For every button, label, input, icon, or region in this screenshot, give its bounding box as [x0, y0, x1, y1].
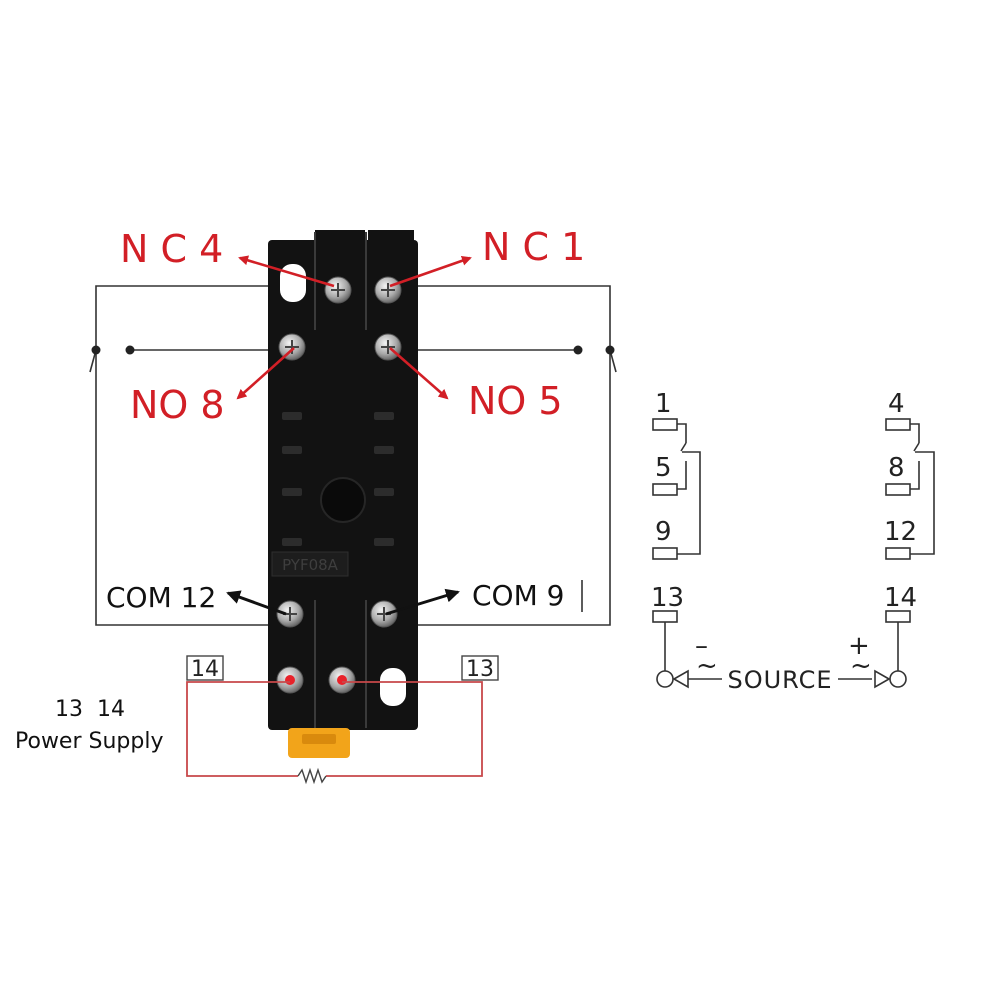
- power-supply-label: Power Supply: [15, 729, 163, 754]
- label-no5: NO 5: [468, 379, 563, 423]
- schematic-pin-8: 8: [888, 453, 905, 483]
- schematic-pin-9: 9: [655, 517, 672, 547]
- external-wiring: [89, 285, 617, 626]
- label-com12: COM 12: [106, 581, 216, 614]
- schematic-pin-1: 1: [655, 389, 672, 419]
- box-13: [461, 655, 499, 681]
- schematic-pin-13: 13: [651, 583, 684, 613]
- power-supply-wiring: [186, 681, 483, 785]
- schematic-pin-4: 4: [888, 389, 905, 419]
- relay-schematic: [652, 418, 935, 689]
- contact-arrows: [236, 255, 472, 400]
- schematic-source: SOURCE: [727, 666, 832, 694]
- box-13-label: 13: [466, 657, 494, 682]
- schematic-pin-12: 12: [884, 517, 917, 547]
- terminal-screws: [276, 276, 402, 694]
- schematic-pin-14: 14: [884, 583, 917, 613]
- schematic-plus-tilde: ~: [850, 651, 872, 681]
- schematic-minus: –: [695, 631, 708, 661]
- schematic-minus-tilde: ~: [696, 651, 718, 681]
- com-arrows: [226, 588, 460, 616]
- label-no8: NO 8: [130, 383, 225, 427]
- label-com9: COM 9: [472, 579, 564, 612]
- box-14-label: 14: [191, 657, 219, 682]
- label-nc4: N C 4: [120, 227, 223, 271]
- label-nc1: N C 1: [482, 225, 585, 269]
- schematic-pin-5: 5: [655, 453, 672, 483]
- power-supply-pins: 13 14: [55, 697, 125, 722]
- schematic-plus: +: [848, 631, 870, 661]
- switch-contact-dots: [91, 345, 615, 355]
- base-marking: PYF08A: [282, 556, 339, 574]
- box-14: [186, 655, 224, 681]
